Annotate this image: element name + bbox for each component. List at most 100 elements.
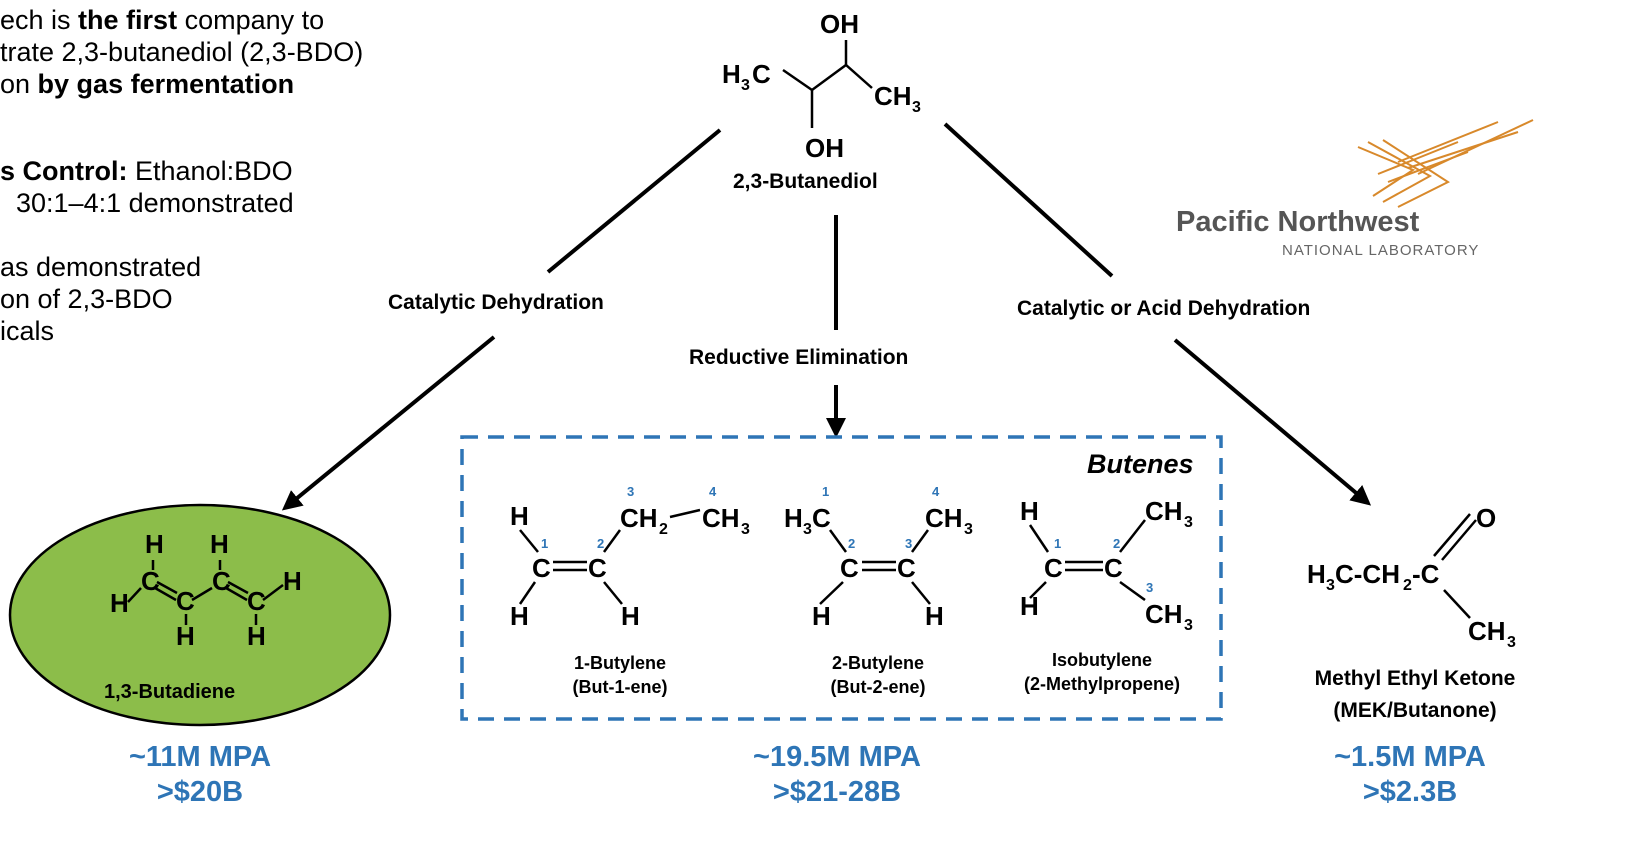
svg-text:C: C: [1044, 553, 1063, 583]
svg-text:C: C: [532, 553, 551, 583]
butadiene-ellipse: [8, 503, 392, 727]
svg-text:CH: CH: [1145, 496, 1183, 526]
svg-text:4: 4: [709, 484, 717, 499]
svg-text:-C: -C: [1412, 559, 1440, 589]
svg-text:H: H: [110, 588, 129, 618]
svg-text:3: 3: [627, 484, 634, 499]
svg-text:3: 3: [741, 521, 750, 538]
svg-text:C: C: [212, 566, 231, 596]
svg-text:C: C: [752, 59, 771, 89]
svg-text:3: 3: [964, 521, 973, 538]
svg-text:C: C: [897, 553, 916, 583]
svg-text:C: C: [840, 553, 859, 583]
svg-text:H: H: [283, 566, 302, 596]
svg-text:1: 1: [1054, 536, 1061, 551]
svg-text:C: C: [588, 553, 607, 583]
svg-text:4: 4: [932, 484, 940, 499]
svg-text:H: H: [925, 601, 944, 631]
control-text-block: s Control: Ethanol:BDO 30:1–4:1 demonstr…: [0, 155, 294, 219]
svg-text:1: 1: [822, 484, 829, 499]
mek-market: ~1.5M MPA >$2.3B: [1334, 741, 1486, 808]
svg-text:C: C: [176, 586, 195, 616]
svg-text:H: H: [510, 601, 529, 631]
svg-text:C: C: [141, 566, 160, 596]
butene-1-name: 1-Butylene (But-1-ene): [572, 653, 668, 697]
intro-line-3: on by gas fermentation: [0, 69, 295, 99]
route-right-label: Catalytic or Acid Dehydration: [1013, 297, 1315, 321]
svg-text:C: C: [1104, 553, 1123, 583]
svg-text:3: 3: [1184, 514, 1193, 531]
svg-text:H: H: [247, 621, 266, 651]
svg-text:H: H: [1307, 559, 1326, 589]
intro-line-2: trate 2,3-butanediol (2,3-BDO): [0, 37, 364, 67]
svg-text:H: H: [510, 501, 529, 531]
svg-text:2: 2: [597, 536, 604, 551]
arrow-left-upper: [546, 128, 722, 274]
svg-text:2: 2: [848, 536, 855, 551]
demo-text-block: as demonstrated on of 2,3-BDO icals: [0, 251, 201, 347]
svg-text:CH: CH: [874, 81, 912, 111]
route-middle-label: Reductive Elimination: [685, 346, 913, 370]
svg-text:H: H: [1020, 496, 1039, 526]
svg-text:CH: CH: [925, 503, 963, 533]
control-line-2: 30:1–4:1 demonstrated: [16, 188, 294, 218]
demo-line-1: as demonstrated: [0, 252, 202, 282]
svg-text:CH: CH: [702, 503, 740, 533]
svg-text:3: 3: [1146, 580, 1153, 595]
intro-line-1: ech is the first company to: [0, 5, 325, 35]
butanediol-label: 2,3-Butanediol: [733, 170, 878, 193]
svg-text:3: 3: [1184, 617, 1193, 634]
svg-text:CH: CH: [620, 503, 658, 533]
pnnl-bird-icon: [1357, 119, 1534, 208]
isobutylene-name: Isobutylene (2-Methylpropene): [1023, 650, 1180, 694]
butadiene-structure: H H H C C C C H H H: [110, 529, 302, 651]
butadiene-name: 1,3-Butadiene: [104, 681, 236, 703]
svg-text:3: 3: [803, 521, 812, 538]
control-line-1: s Control: Ethanol:BDO: [0, 156, 293, 186]
butene-2-name: 2-Butylene (But-2-ene): [830, 653, 926, 697]
svg-text:2: 2: [1403, 577, 1412, 594]
svg-text:H: H: [621, 601, 640, 631]
mek-name: Methyl Ethyl Ketone (MEK/Butanone): [1314, 667, 1516, 722]
pnnl-logo-line-2: NATIONAL LABORATORY: [1282, 242, 1480, 259]
svg-text:3: 3: [1507, 634, 1516, 651]
svg-text:O: O: [1476, 503, 1496, 533]
butenes-title: Butenes: [1087, 449, 1194, 479]
pnnl-logo-line-1: Pacific Northwest: [1176, 206, 1420, 238]
svg-text:H: H: [784, 503, 803, 533]
butenes-box: [460, 435, 1223, 721]
svg-text:3: 3: [905, 536, 912, 551]
pnnl-logo: Pacific Northwest NATIONAL LABORATORY: [1168, 112, 1548, 262]
svg-text:CH: CH: [1145, 599, 1183, 629]
svg-text:H: H: [1020, 591, 1039, 621]
svg-text:C-CH: C-CH: [1335, 559, 1400, 589]
arrow-left-lower: [281, 335, 496, 511]
svg-text:H: H: [145, 529, 164, 559]
butadiene-market: ~11M MPA >$20B: [128, 741, 272, 808]
svg-text:3: 3: [912, 99, 921, 116]
arrow-right-lower: [1173, 338, 1372, 506]
arrow-right-upper: [943, 122, 1114, 278]
intro-text-block: ech is the first company to trate 2,3-bu…: [0, 4, 363, 100]
svg-text:H: H: [722, 59, 741, 89]
svg-text:3: 3: [741, 77, 750, 94]
svg-text:OH: OH: [805, 133, 844, 163]
svg-text:CH: CH: [1468, 616, 1506, 646]
demo-line-3: icals: [0, 316, 55, 346]
svg-text:3: 3: [1326, 577, 1335, 594]
svg-text:C: C: [247, 586, 266, 616]
svg-text:2: 2: [659, 521, 668, 538]
route-left-label: Catalytic Dehydration: [384, 291, 608, 315]
svg-text:H: H: [210, 529, 229, 559]
svg-text:C: C: [812, 503, 831, 533]
svg-text:H: H: [176, 621, 195, 651]
svg-text:OH: OH: [820, 9, 859, 39]
butenes-market: ~19.5M MPA >$21-28B: [753, 741, 921, 808]
svg-text:2: 2: [1113, 536, 1120, 551]
svg-text:1: 1: [541, 536, 548, 551]
